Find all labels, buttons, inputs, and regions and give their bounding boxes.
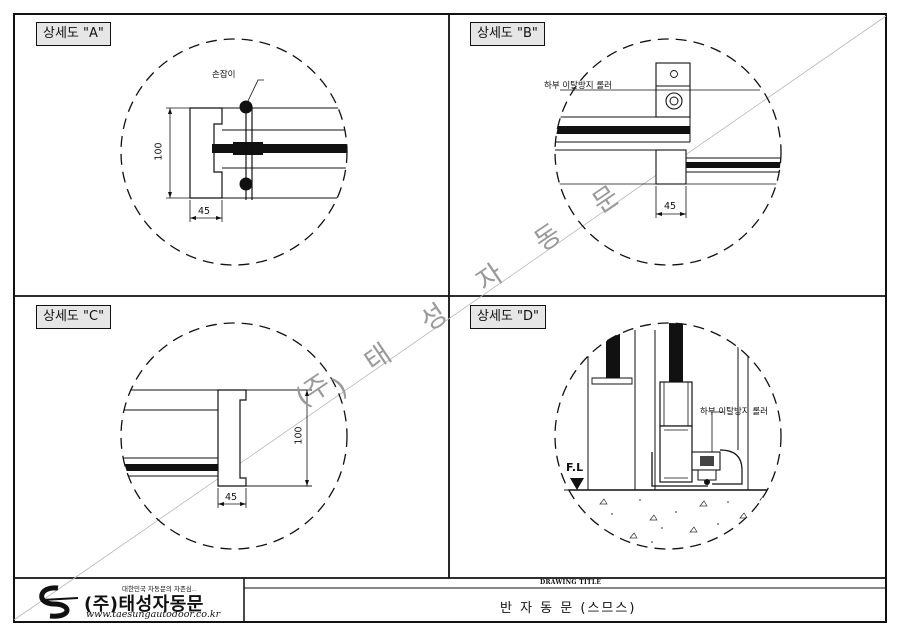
detail-c-circle [120,322,348,550]
company-logo-mark [39,585,79,619]
floor-level-marker [570,478,584,490]
handle-callout: 손잡이 [212,70,236,80]
anti-derail-roller-callout-d: 하부 이탈방지 롤러 [700,407,768,417]
detail-a-height-dimension: 100 [153,142,165,161]
sheet-border [13,13,887,623]
diagonal-guide-line [13,15,887,621]
anti-derail-roller-callout-b: 하부 이탈방지 롤러 [544,81,612,91]
detail-a-label: 상세도 "A" [36,22,111,46]
roller-icon [665,92,683,110]
drawing-title: 반 자 동 문 (스므스) [500,601,637,616]
company-slogan: 대한민국 자동문의 자존심.. [122,585,197,593]
detail-c-drawing [120,322,348,550]
detail-b-drawing [554,38,782,266]
detail-d-label: 상세도 "D" [470,305,546,329]
detail-a-drawing [120,38,348,266]
detail-b-width-dimension: 45 [664,201,677,212]
drawing-title-label: DRAWING TITLE [540,579,602,586]
handle-knob-top [239,100,253,114]
detail-b-label: 상세도 "B" [470,22,545,46]
company-name: (주)태성자동문 [84,594,204,615]
handle-knob-bottom [239,177,253,191]
detail-c-label: 상세도 "C" [36,305,112,329]
detail-d-drawing [554,322,782,550]
detail-d-circle [554,322,782,550]
detail-c-height-dimension: 100 [293,426,305,445]
company-url: www.taesungautodoor.co.kr [86,609,221,620]
detail-c-width-dimension: 45 [225,492,238,503]
detail-a-width-dimension: 45 [198,206,211,217]
floor-level-label: F.L [566,461,584,474]
detail-b-circle [554,38,782,266]
